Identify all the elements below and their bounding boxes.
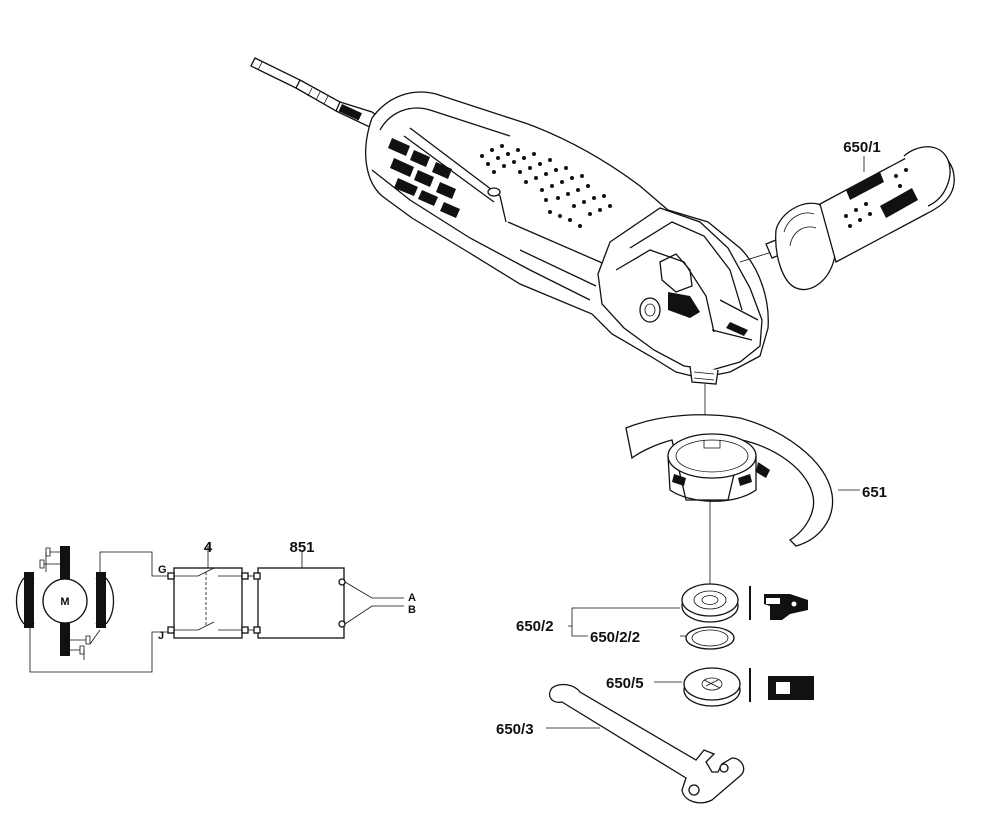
- field-coil-left: [15, 572, 35, 628]
- spanner-wrench: [548, 683, 745, 804]
- flange-section-view: [749, 586, 808, 620]
- label-electronics: 851: [289, 539, 314, 556]
- power-cord: [250, 57, 381, 131]
- motor-armature: [42, 578, 88, 624]
- field-coil-right: [95, 572, 115, 628]
- grinder-body: [365, 91, 769, 385]
- label-o-ring: 650/2/2: [590, 629, 640, 646]
- wiring-schematic: M G J 4: [15, 539, 416, 673]
- label-wrench: 650/3: [496, 721, 534, 738]
- terminal-j: J: [158, 630, 164, 642]
- nut-section-view: [749, 668, 814, 702]
- switch-block: 4: [167, 539, 249, 639]
- label-guard: 651: [862, 484, 887, 501]
- auxiliary-handle: [765, 146, 955, 291]
- wheel-guard: [625, 414, 834, 547]
- clamping-nut: [683, 667, 814, 707]
- mounting-flange: [681, 583, 808, 650]
- label-switch: 4: [204, 539, 213, 556]
- label-aux-handle: 650/1: [843, 139, 881, 156]
- label-flange: 650/2: [516, 618, 554, 635]
- vent-slots: [388, 138, 460, 218]
- leader-lines: [546, 156, 865, 729]
- label-clamping-nut: 650/5: [606, 675, 644, 692]
- terminal-g: G: [158, 564, 167, 576]
- motor-label: M: [60, 596, 69, 608]
- lead-b: B: [408, 604, 416, 616]
- electronics-module: 851: [248, 539, 346, 639]
- grip-texture: [480, 144, 612, 228]
- lead-a: A: [408, 592, 416, 604]
